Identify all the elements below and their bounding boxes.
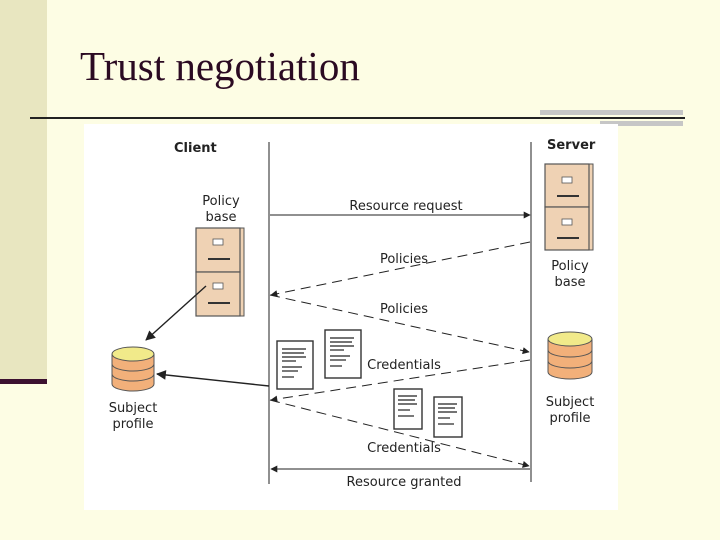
- trust-negotiation-diagram: Client Server Policy base Policy base: [84, 124, 618, 510]
- server-policy-cabinet-icon: [544, 163, 594, 251]
- title-divider: [30, 117, 685, 119]
- client-policy-label-1: Policy: [202, 194, 240, 209]
- slide-title: Trust negotiation: [80, 43, 360, 89]
- left-accent-bar: [0, 0, 47, 383]
- credential-document-icon: [324, 329, 362, 379]
- message-label-resource-granted: Resource granted: [347, 475, 462, 490]
- diagram-svg: Client Server Policy base Policy base: [109, 138, 596, 490]
- message-arrow-policies-2: [269, 294, 530, 355]
- client-profile-database-icon: [111, 346, 155, 392]
- credential-document-icon: [433, 396, 463, 438]
- server-policy-label-2: base: [555, 275, 586, 290]
- message-arrow-credentials-1: [270, 359, 531, 403]
- corner-decoration-bottom: [600, 121, 683, 126]
- server-profile-label-1: Subject: [546, 395, 595, 410]
- client-profile-label-1: Subject: [109, 401, 158, 416]
- client-policy-cabinet-icon: [195, 227, 245, 317]
- credential-document-icon: [276, 340, 314, 390]
- message-arrow-policies-1: [270, 241, 531, 298]
- server-label: Server: [547, 138, 596, 153]
- credentials-to-profile-arrow: [156, 370, 270, 387]
- credential-document-icon: [393, 388, 423, 430]
- client-profile-label-2: profile: [112, 417, 153, 432]
- message-label-policies-2: Policies: [380, 302, 428, 317]
- client-policy-label-2: base: [206, 210, 237, 225]
- server-profile-label-2: profile: [549, 411, 590, 426]
- client-label: Client: [174, 141, 217, 156]
- message-label-credentials-1: Credentials: [367, 358, 441, 373]
- message-label-policies-1: Policies: [380, 252, 428, 267]
- message-label-credentials-2: Credentials: [367, 441, 441, 456]
- server-profile-database-icon: [547, 331, 593, 380]
- server-policy-label-1: Policy: [551, 259, 589, 274]
- message-arrow-credentials-2: [269, 399, 530, 468]
- left-accent-bar-base: [0, 379, 47, 384]
- message-label-resource-request: Resource request: [349, 199, 462, 214]
- corner-decoration-top: [540, 110, 683, 115]
- policy-to-profile-arrow: [145, 285, 207, 341]
